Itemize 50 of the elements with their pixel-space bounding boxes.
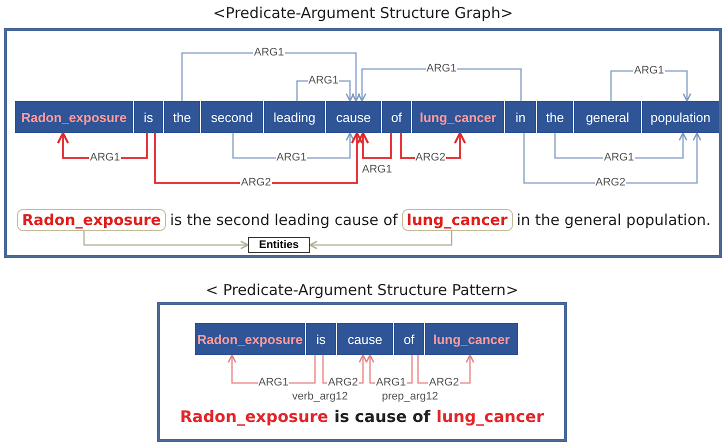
edge-label: ARG1 xyxy=(253,48,285,58)
word-token: the xyxy=(537,101,573,133)
word-token: leading xyxy=(264,101,325,133)
entity-highlight: Radon_exposure xyxy=(17,209,166,231)
word-token: the xyxy=(164,101,200,133)
tag-box: Entities xyxy=(248,237,310,253)
pattern-text: lung_cancer xyxy=(436,407,544,426)
edge-label: ARG2 xyxy=(327,378,359,388)
edge-label: ARG1 xyxy=(276,152,308,164)
arrow xyxy=(83,231,249,250)
edge-label: ARG2 xyxy=(428,378,460,388)
word-token: is xyxy=(306,323,336,355)
pattern-text: is cause of xyxy=(334,407,430,426)
edge-label: ARG2 xyxy=(414,152,446,164)
word-token: Radon_exposure xyxy=(195,323,305,355)
edge-label: ARG1 xyxy=(633,66,665,76)
edge-label: ARG1 xyxy=(603,152,635,164)
word-token: second xyxy=(201,101,263,133)
edge-label: ARG2 xyxy=(240,178,272,188)
word-token: Radon_exposure xyxy=(15,101,133,133)
word-token: population xyxy=(642,101,719,133)
panel-heading: < Predicate-Argument Structure Pattern> xyxy=(204,281,520,299)
word-token: lung_cancer xyxy=(412,101,504,133)
word-token: lung_cancer xyxy=(425,323,518,355)
edge-label: ARG1 xyxy=(426,64,458,74)
sentence-text: is the second leading cause of xyxy=(170,211,398,229)
edge-label: ARG1 xyxy=(375,378,407,388)
edge-label: ARG2 xyxy=(594,178,626,188)
arrow xyxy=(154,132,364,184)
pattern-text: Radon_exposure xyxy=(180,407,328,426)
edge-label: ARG1 xyxy=(258,378,290,388)
edge-label: ARG1 xyxy=(89,152,121,164)
word-token: in xyxy=(505,101,536,133)
arrow xyxy=(181,52,360,102)
arrow xyxy=(356,132,392,159)
word-token: of xyxy=(382,101,411,133)
relation-type-label: prep_arg12 xyxy=(380,392,440,402)
word-token: is xyxy=(134,101,163,133)
word-token: of xyxy=(394,323,424,355)
sentence-text: in the general population. xyxy=(516,211,711,229)
entity-highlight: lung_cancer xyxy=(402,209,513,231)
word-token: general xyxy=(574,101,641,133)
panel-heading: <Predicate-Argument Structure Graph> xyxy=(212,4,514,22)
edge-label: ARG1 xyxy=(308,76,340,86)
edge-label: ARG1 xyxy=(361,164,393,176)
word-token: cause xyxy=(337,323,393,355)
word-token: cause xyxy=(326,101,381,133)
arrow xyxy=(309,231,452,250)
arrow xyxy=(523,132,702,184)
relation-type-label: verb_arg12 xyxy=(291,392,349,402)
